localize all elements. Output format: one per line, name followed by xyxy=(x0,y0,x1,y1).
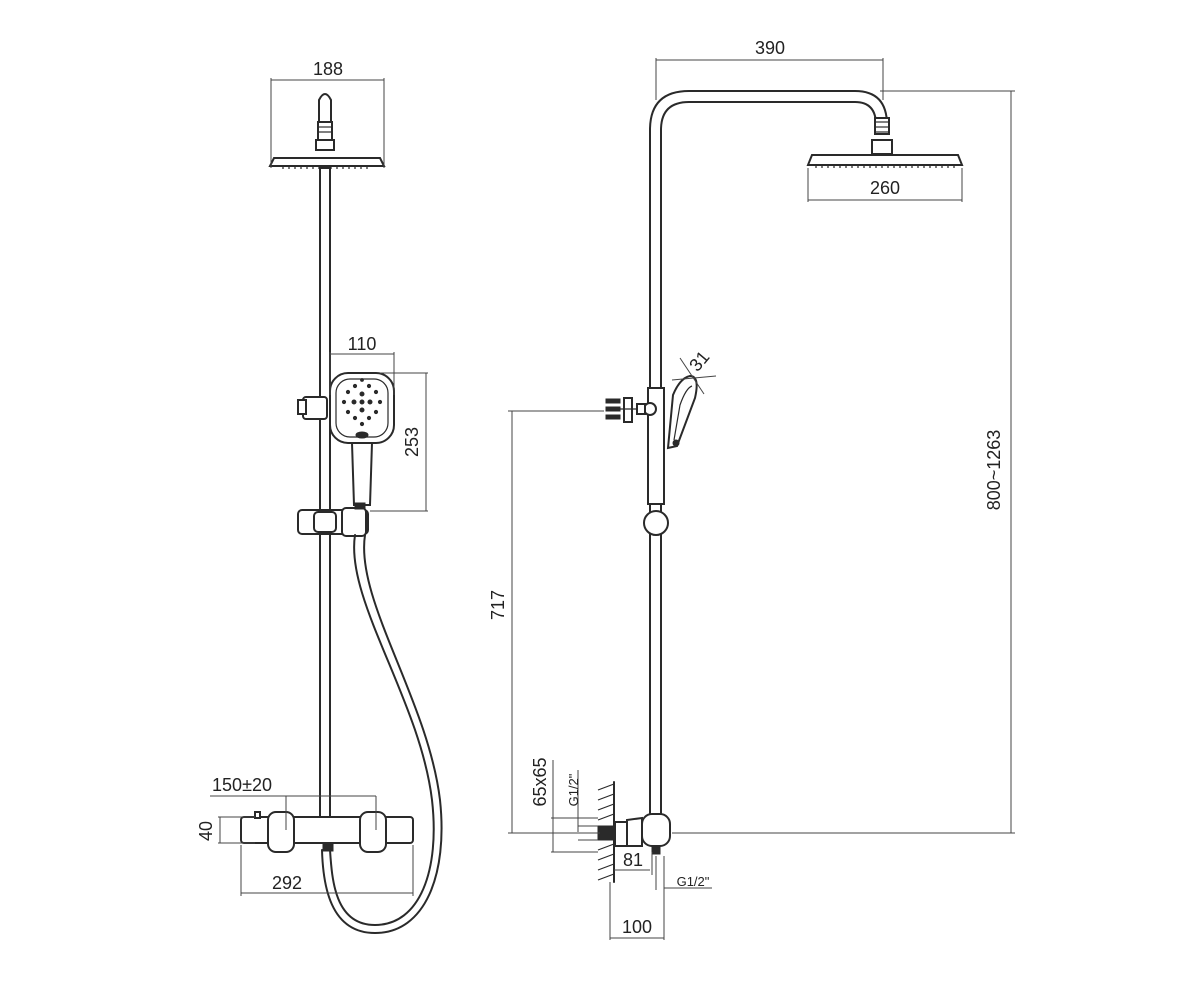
wall-hatch xyxy=(597,781,615,883)
dim-40: 40 xyxy=(196,821,216,841)
front-top-pipe xyxy=(318,93,332,126)
dim-g12-bottom: G1/2" xyxy=(677,874,710,889)
side-handshower xyxy=(666,374,698,450)
dim-253: 253 xyxy=(402,427,422,457)
dim-390: 390 xyxy=(755,38,785,58)
front-connector xyxy=(317,121,333,141)
side-rail-outer xyxy=(649,90,888,816)
dim-65x65: 65x65 xyxy=(530,757,550,806)
front-rail xyxy=(319,167,331,834)
dim-292: 292 xyxy=(272,873,302,893)
dim-110: 110 xyxy=(348,334,377,354)
dimension-lines xyxy=(210,58,1015,940)
dimension-labels: 188 110 253 150±20 40 292 390 260 31 800… xyxy=(196,38,1004,937)
front-showerhead xyxy=(268,157,386,167)
dim-150-20: 150±20 xyxy=(212,775,272,795)
dim-188: 188 xyxy=(313,59,343,79)
dim-31: 31 xyxy=(685,347,713,375)
front-slide-holder xyxy=(297,502,369,537)
dim-81: 81 xyxy=(623,850,643,870)
front-mixer xyxy=(240,811,414,853)
dim-260: 260 xyxy=(870,178,900,198)
side-rail-inner xyxy=(660,101,877,816)
dim-717: 717 xyxy=(488,590,508,620)
dim-100: 100 xyxy=(622,917,652,937)
front-hose-outer xyxy=(329,534,435,926)
side-showerhead xyxy=(806,154,964,166)
side-mixer xyxy=(597,813,671,855)
side-wall-bracket xyxy=(605,397,657,423)
dim-g12-left: G1/2" xyxy=(566,773,581,806)
front-handshower xyxy=(297,372,395,506)
dim-800-1263: 800~1263 xyxy=(984,430,1004,511)
front-view xyxy=(240,93,443,934)
side-slide-knob xyxy=(643,510,669,536)
side-view xyxy=(597,90,964,883)
front-hose-inner xyxy=(321,534,443,934)
